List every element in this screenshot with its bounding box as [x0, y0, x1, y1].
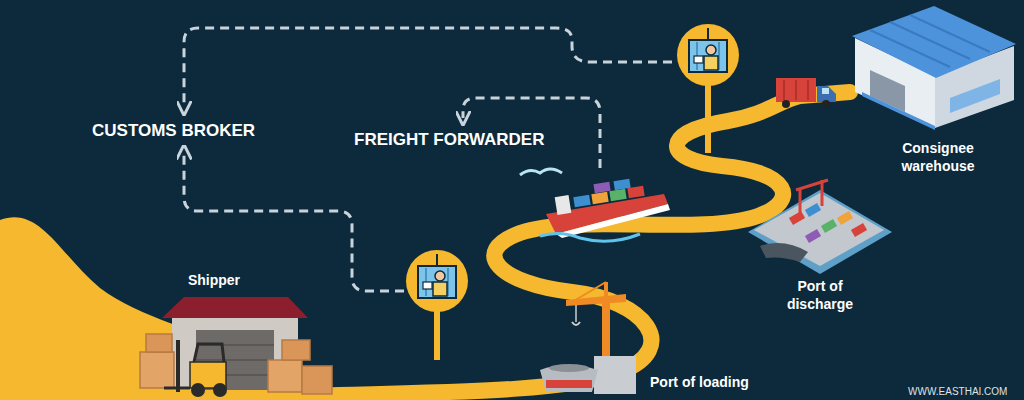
discharge-port-part — [821, 180, 824, 206]
shipper-warehouse — [140, 297, 332, 394]
consignee-warehouse-part — [890, 22, 970, 59]
location-pin-part — [689, 40, 727, 72]
place-label: Port of discharge — [768, 278, 872, 313]
shipper-warehouse-part — [146, 334, 172, 352]
discharge-port-part — [760, 243, 808, 262]
discharge-port — [748, 180, 892, 274]
place-label-box: Consignee warehouse — [878, 140, 998, 175]
truck-part — [783, 80, 785, 100]
discharge-port-part — [796, 180, 828, 190]
role-label: CUSTOMS BROKER — [92, 121, 322, 141]
port-crane-part — [604, 282, 608, 298]
cargo-ship-part — [540, 233, 640, 241]
location-pin-part — [436, 254, 438, 266]
truck-part — [822, 88, 829, 94]
discharge-port-part — [799, 188, 802, 214]
location-pin-part — [694, 56, 703, 63]
discharge-port-part — [837, 211, 853, 225]
truck-part — [807, 80, 809, 100]
discharge-port-part — [821, 219, 837, 233]
role-label-box: FREIGHT FORWARDER — [354, 130, 594, 150]
location-pin-part — [423, 282, 432, 289]
cargo-ship-part — [593, 182, 610, 193]
docked-ship-part — [540, 365, 598, 392]
discharge-port-part — [805, 203, 821, 217]
port-crane-part — [594, 356, 636, 394]
cargo-ship-part — [591, 192, 608, 204]
place-label-box: Port of loading — [650, 374, 800, 391]
location-pin — [677, 24, 739, 153]
cargo-ship-part — [556, 204, 670, 238]
location-pin-part — [435, 271, 445, 281]
discharge-port-part — [748, 190, 892, 274]
consignee-warehouse-part — [862, 92, 935, 130]
docked-ship — [540, 364, 598, 392]
forklift-part — [213, 383, 227, 397]
truck-part — [782, 100, 790, 108]
shipper-warehouse-part — [162, 297, 308, 318]
port-crane-part — [572, 282, 606, 302]
cargo-ship-part — [555, 195, 572, 215]
forklift-part — [194, 344, 224, 362]
consignee-warehouse-part — [870, 30, 950, 67]
role-label-box: CUSTOMS BROKER — [92, 121, 322, 141]
truck-part — [776, 78, 816, 102]
watermark: WWW.EASTHAI.COM — [908, 386, 1020, 397]
consignee-warehouse-part — [950, 79, 1000, 113]
forklift-part — [176, 340, 180, 392]
role-label: FREIGHT FORWARDER — [354, 130, 594, 150]
truck-part — [795, 80, 797, 100]
location-pin-part — [433, 282, 447, 296]
location-pin-part — [677, 24, 739, 86]
truck — [776, 78, 836, 108]
cargo-ship-part — [520, 169, 562, 175]
consignee-warehouse-part — [852, 6, 1016, 78]
consignee-warehouse — [852, 6, 1016, 130]
forklift-part — [191, 383, 205, 397]
location-pin — [406, 250, 468, 360]
discharge-port-part — [789, 211, 805, 225]
dashed-arrow — [184, 28, 672, 108]
location-pin-part — [704, 56, 718, 70]
route-road — [240, 92, 850, 398]
location-pin-part — [707, 28, 709, 40]
place-label: Port of loading — [650, 374, 800, 391]
forklift — [164, 340, 227, 397]
cargo-ship-part — [573, 195, 590, 207]
discharge-port-part — [754, 193, 884, 266]
port-crane-part — [575, 305, 577, 322]
port-crane-part — [572, 322, 580, 325]
location-pin-part — [418, 266, 456, 298]
location-pin-part — [706, 45, 716, 55]
discharge-port-part — [805, 229, 821, 243]
truck-part — [822, 100, 830, 108]
cargo-ship-part — [609, 189, 626, 201]
place-label: Consignee warehouse — [878, 140, 998, 175]
cargo-ship-part — [613, 179, 630, 190]
cargo-ship — [520, 169, 670, 241]
watermark-box: WWW.EASTHAI.COM — [908, 386, 1020, 397]
truck-part — [817, 86, 836, 102]
shipper-warehouse-part — [282, 340, 310, 360]
discharge-port-part — [851, 223, 867, 237]
place-label-box: Port of discharge — [768, 278, 872, 313]
consignee-warehouse-part — [910, 15, 990, 52]
location-pin-part — [406, 250, 468, 312]
shipper-warehouse-part — [196, 359, 274, 361]
place-label-box: Shipper — [178, 272, 250, 289]
shipper-warehouse-part — [302, 366, 332, 394]
dashed-arrow — [184, 152, 404, 291]
port-crane-part — [602, 298, 610, 360]
forklift-part — [164, 387, 190, 390]
yellow-hill — [0, 217, 345, 400]
docked-ship-part — [546, 380, 592, 388]
place-label: Shipper — [178, 272, 250, 289]
location-pin-part — [705, 75, 711, 153]
shipper-warehouse-part — [268, 360, 302, 392]
docked-ship-part — [549, 364, 589, 372]
shipper-warehouse-part — [140, 352, 174, 388]
